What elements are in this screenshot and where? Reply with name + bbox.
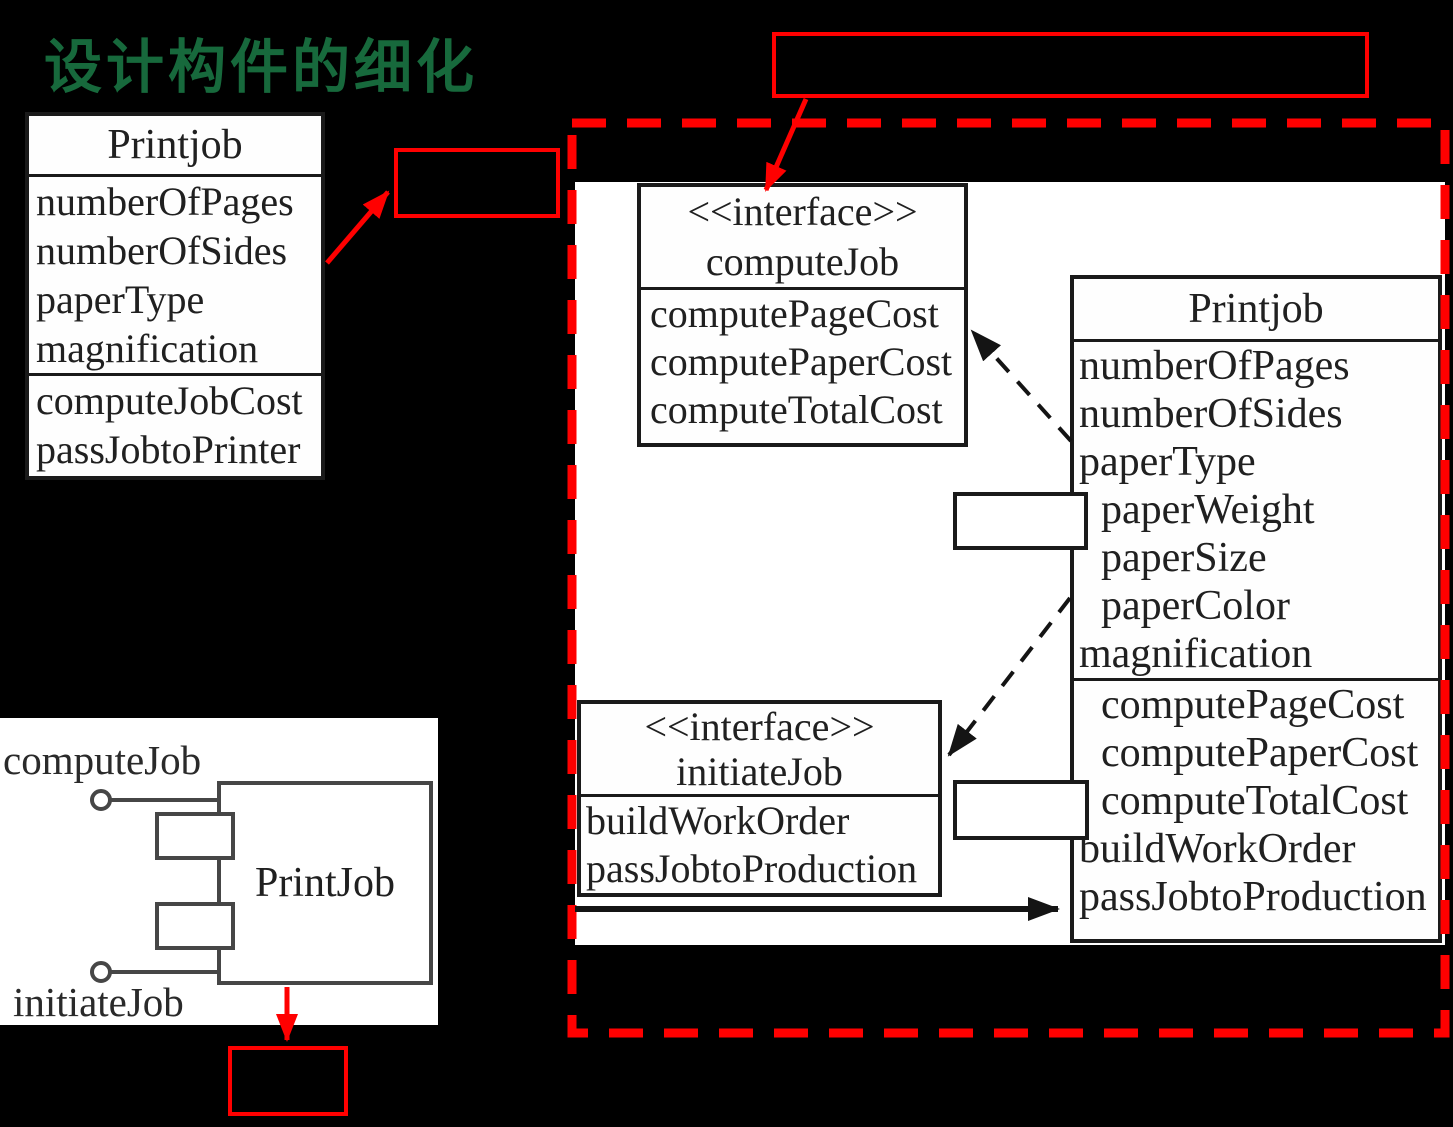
computejob-interface-box: <<interface>> computeJob computePageCost…	[637, 183, 968, 447]
operation: buildWorkOrder	[586, 798, 850, 843]
annotation-arrow-left	[325, 190, 390, 265]
annotation-arrow-top	[763, 97, 809, 192]
interface-stereotype: <<interface>>	[644, 704, 875, 749]
attribute: magnification	[36, 326, 259, 371]
attribute: paperSize	[1101, 535, 1267, 581]
methods-compartment: computeJobCost passJobtoPrinter	[29, 373, 321, 474]
method: computePaperCost	[1101, 730, 1419, 776]
method: computeTotalCost	[1101, 778, 1409, 824]
design-class-box: Printjob numberOfPages numberOfSides pap…	[1070, 275, 1442, 943]
method: passJobtoProduction	[1079, 874, 1427, 920]
operation: computePageCost	[650, 291, 939, 336]
attribute: numberOfSides	[36, 228, 288, 273]
method: passJobtoPrinter	[36, 427, 301, 472]
method: computeJobCost	[36, 378, 303, 423]
operations-compartment: computePageCost computePaperCost compute…	[641, 287, 964, 434]
attribute: numberOfPages	[36, 179, 294, 224]
interface-header: <<interface>> computeJob	[641, 187, 964, 287]
attribute: numberOfPages	[1079, 343, 1350, 389]
annotation-box-top	[772, 32, 1369, 98]
attribute: magnification	[1079, 631, 1313, 677]
annotation-box-left	[394, 148, 560, 218]
attribute: paperColor	[1101, 583, 1290, 629]
interface-stereotype: <<interface>>	[687, 189, 918, 234]
class-name: Printjob	[107, 122, 243, 168]
label-box-lower	[953, 780, 1089, 840]
operations-compartment: buildWorkOrder passJobtoProduction	[581, 794, 938, 893]
provided-interface-label-computejob: computeJob	[3, 737, 202, 783]
methods-compartment: computePageCost computePaperCost compute…	[1074, 678, 1438, 921]
component-tab-top	[155, 812, 235, 860]
analysis-class-box: Printjob numberOfPages numberOfSides pap…	[25, 112, 325, 480]
slide-title: 设计构件的细化	[44, 35, 479, 100]
attribute: paperType	[1079, 439, 1256, 485]
provided-interface-label-initiatejob: initiateJob	[13, 979, 184, 1025]
interface-header: <<interface>> initiateJob	[581, 704, 938, 794]
label-box-upper	[953, 492, 1088, 550]
interface-name: initiateJob	[676, 749, 843, 794]
printjob-component-box: PrintJob	[217, 781, 433, 985]
attributes-compartment: numberOfPages numberOfSides paperType pa…	[1074, 339, 1438, 678]
attribute: paperType	[36, 277, 205, 322]
component-name: PrintJob	[254, 860, 396, 906]
interface-name: computeJob	[705, 239, 900, 284]
component-tab-bottom	[155, 902, 235, 950]
operation: computeTotalCost	[650, 387, 943, 432]
operation: passJobtoProduction	[586, 846, 918, 891]
attribute: numberOfSides	[1079, 391, 1343, 437]
operation: computePaperCost	[650, 339, 953, 384]
method: buildWorkOrder	[1079, 826, 1356, 872]
attribute: paperWeight	[1101, 487, 1315, 533]
method: computePageCost	[1101, 682, 1405, 728]
initiatejob-interface-box: <<interface>> initiateJob buildWorkOrder…	[577, 700, 942, 897]
class-name: Printjob	[1188, 286, 1324, 332]
annotation-box-bottom	[228, 1046, 348, 1116]
attributes-compartment: numberOfPages numberOfSides paperType ma…	[29, 174, 321, 373]
